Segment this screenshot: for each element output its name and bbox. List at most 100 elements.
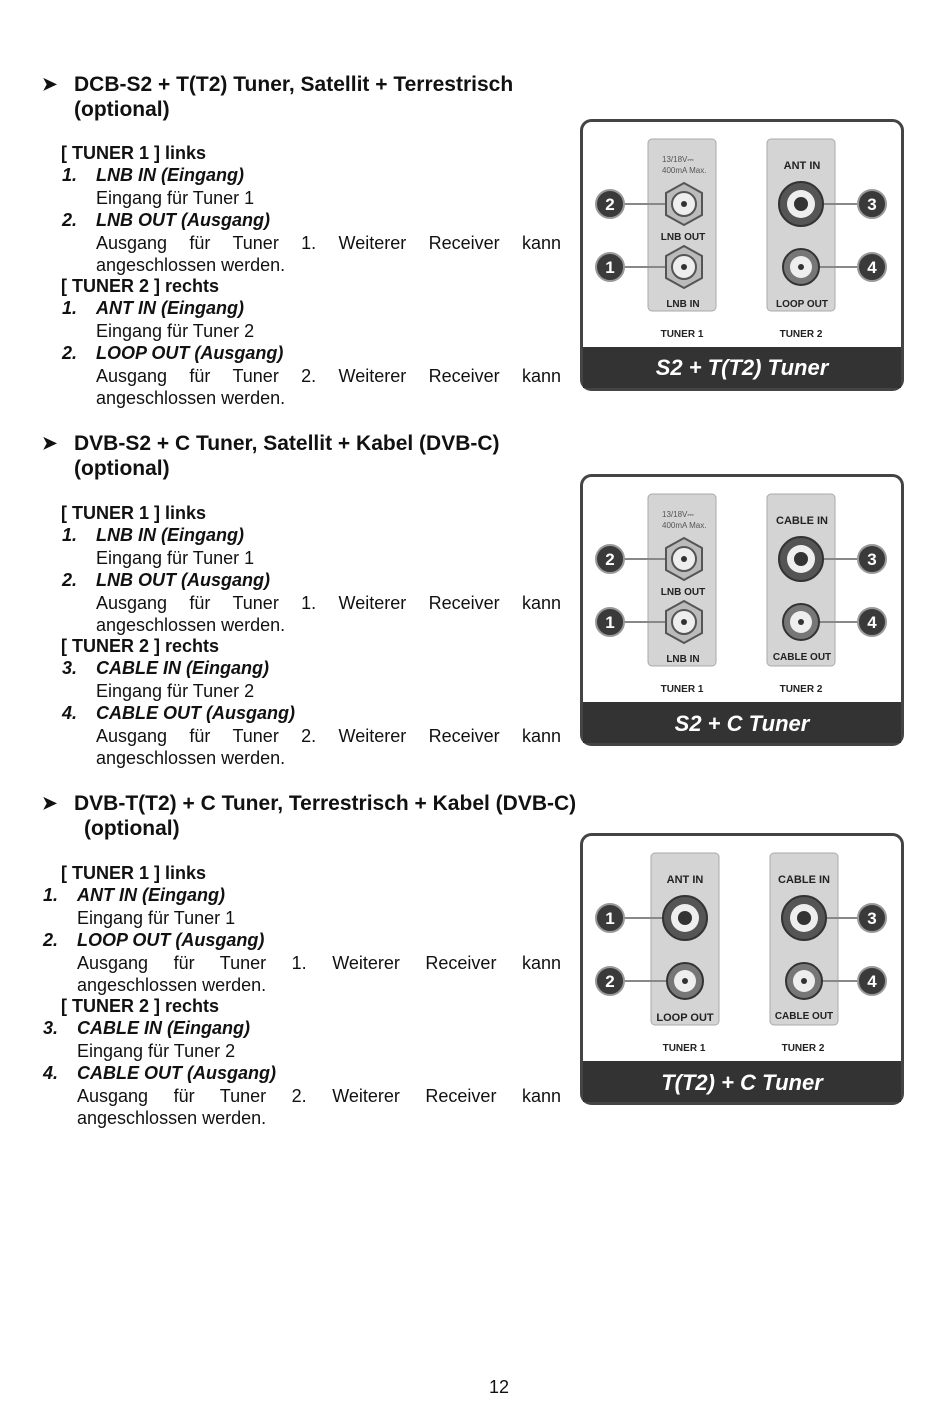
item-number: 1. [62, 525, 78, 545]
item-number: 1. [43, 885, 59, 905]
tuner-connector-figure: 2 1 3 4 13/18V⎓ 400mA Max. LNB OUT LNB I… [580, 474, 904, 746]
svg-text:3: 3 [867, 909, 876, 928]
svg-text:4: 4 [867, 613, 877, 632]
arrow-bullet-icon: ➤ [42, 793, 58, 813]
item-description: Eingang für Tuner 2 [96, 681, 255, 701]
item-number: 2. [43, 930, 59, 950]
heading-line2: (optional) [74, 457, 170, 480]
figure-title: S2 + T(T2) Tuner [656, 355, 830, 380]
item-title: LNB IN (Eingang) [96, 525, 244, 545]
callout-badge: 1 [595, 252, 625, 282]
item-title: ANT IN (Eingang) [96, 298, 244, 318]
panel2-bottom-label: CABLE OUT [773, 652, 831, 663]
figure-title: S2 + C Tuner [675, 711, 811, 736]
panel2-top-label: CABLE IN [776, 515, 828, 527]
tuner1-label: [ TUNER 1 ] links [61, 503, 207, 523]
svg-text:2: 2 [605, 550, 614, 569]
item-description-cont: angeschlossen werden. [96, 388, 286, 408]
item-number: 1. [62, 298, 78, 318]
item-title: LOOP OUT (Ausgang) [96, 343, 284, 363]
panel1-mid-label: LNB OUT [661, 587, 705, 598]
item-title: LNB OUT (Ausgang) [96, 210, 270, 230]
item-description: Ausgang für Tuner 1. Weiterer Receiver k… [77, 953, 561, 973]
item-description: Eingang für Tuner 1 [77, 908, 236, 928]
callout-badge: 4 [857, 607, 887, 637]
item-number: 2. [62, 343, 78, 363]
tuner-connector-figure: 1 2 3 4 ANT IN LOOP OUT CABLE IN CABLE O… [580, 833, 904, 1105]
item-description-cont: angeschlossen werden. [77, 975, 267, 995]
item-number: 3. [43, 1018, 59, 1038]
current-note: 400mA Max. [662, 166, 706, 175]
item-description-cont: angeschlossen werden. [96, 748, 286, 768]
page-number: 12 [488, 1377, 510, 1397]
tuner2-label: [ TUNER 2 ] rechts [61, 276, 220, 296]
panel1-top-label: ANT IN [667, 874, 704, 886]
item-number: 4. [43, 1063, 59, 1083]
item-description: Eingang für Tuner 2 [96, 321, 255, 341]
callout-badge: 3 [857, 189, 887, 219]
item-title: LNB IN (Eingang) [96, 165, 244, 185]
tuner1-caption: TUNER 1 [661, 329, 704, 340]
figure-title: T(T2) + C Tuner [661, 1070, 824, 1095]
panel1-bottom-label: LNB IN [666, 654, 699, 665]
svg-text:4: 4 [867, 972, 877, 991]
current-note: 400mA Max. [662, 521, 706, 530]
svg-text:1: 1 [605, 909, 614, 928]
item-description-cont: angeschlossen werden. [96, 615, 286, 635]
tuner2-caption: TUNER 2 [780, 329, 823, 340]
svg-text:1: 1 [605, 613, 614, 632]
svg-text:2: 2 [605, 972, 614, 991]
svg-text:1: 1 [605, 258, 614, 277]
tuner2-caption: TUNER 2 [780, 684, 823, 695]
item-title: LOOP OUT (Ausgang) [77, 930, 265, 950]
heading-line1: DVB-S2 + C Tuner, Satellit + Kabel (DVB-… [74, 432, 500, 455]
svg-text:2: 2 [605, 195, 614, 214]
connector-diagram: 1 2 3 4 ANT IN LOOP OUT CABLE IN CABLE O… [580, 833, 904, 1105]
connector-diagram: 2 1 3 4 13/18V⎓ 400mA Max. LNB OUT LNB I… [580, 474, 904, 746]
callout-badge: 2 [595, 966, 625, 996]
callout-badge: 3 [857, 903, 887, 933]
arrow-bullet-icon: ➤ [42, 433, 58, 453]
panel2-bottom-label: CABLE OUT [775, 1011, 833, 1022]
tuner1-label: [ TUNER 1 ] links [61, 863, 207, 883]
panel1-mid-label: LNB OUT [661, 232, 705, 243]
tuner1-caption: TUNER 1 [661, 684, 704, 695]
panel2-top-label: ANT IN [784, 160, 821, 172]
heading-line2: (optional) [84, 817, 180, 840]
item-number: 2. [62, 210, 78, 230]
heading-line2: (optional) [74, 98, 170, 121]
callout-badge: 1 [595, 903, 625, 933]
item-description: Ausgang für Tuner 2. Weiterer Receiver k… [96, 726, 561, 746]
item-number: 2. [62, 570, 78, 590]
tuner2-label: [ TUNER 2 ] rechts [61, 996, 220, 1016]
item-title: ANT IN (Eingang) [77, 885, 225, 905]
item-number: 1. [62, 165, 78, 185]
tuner2-label: [ TUNER 2 ] rechts [61, 636, 220, 656]
item-title: LNB OUT (Ausgang) [96, 570, 270, 590]
callout-badge: 4 [857, 966, 887, 996]
callout-badge: 3 [857, 544, 887, 574]
heading-line1: DCB-S2 + T(T2) Tuner, Satellit + Terrest… [74, 73, 514, 96]
tuner1-label: [ TUNER 1 ] links [61, 143, 207, 163]
item-description: Ausgang für Tuner 1. Weiterer Receiver k… [96, 593, 561, 613]
arrow-bullet-icon: ➤ [42, 74, 58, 94]
tuner-connector-figure: 2 1 3 4 13/18V⎓ 400mA Max. LNB OUT LNB I… [580, 119, 904, 391]
item-title: CABLE OUT (Ausgang) [77, 1063, 276, 1083]
item-description: Ausgang für Tuner 2. Weiterer Receiver k… [96, 366, 561, 386]
item-description: Eingang für Tuner 1 [96, 548, 255, 568]
item-title: CABLE IN (Eingang) [77, 1018, 250, 1038]
connector-diagram: 2 1 3 4 13/18V⎓ 400mA Max. LNB OUT LNB I… [580, 119, 904, 391]
panel1-bottom-label: LOOP OUT [656, 1012, 714, 1024]
item-number: 3. [62, 658, 78, 678]
item-description: Ausgang für Tuner 2. Weiterer Receiver k… [77, 1086, 561, 1106]
svg-text:3: 3 [867, 550, 876, 569]
tuner1-caption: TUNER 1 [663, 1043, 706, 1054]
panel2-bottom-label: LOOP OUT [776, 299, 828, 310]
item-description: Ausgang für Tuner 1. Weiterer Receiver k… [96, 233, 561, 253]
callout-badge: 1 [595, 607, 625, 637]
svg-text:4: 4 [867, 258, 877, 277]
callout-badge: 2 [595, 189, 625, 219]
svg-text:3: 3 [867, 195, 876, 214]
heading-line1: DVB-T(T2) + C Tuner, Terrestrisch + Kabe… [74, 792, 577, 815]
item-title: CABLE OUT (Ausgang) [96, 703, 295, 723]
